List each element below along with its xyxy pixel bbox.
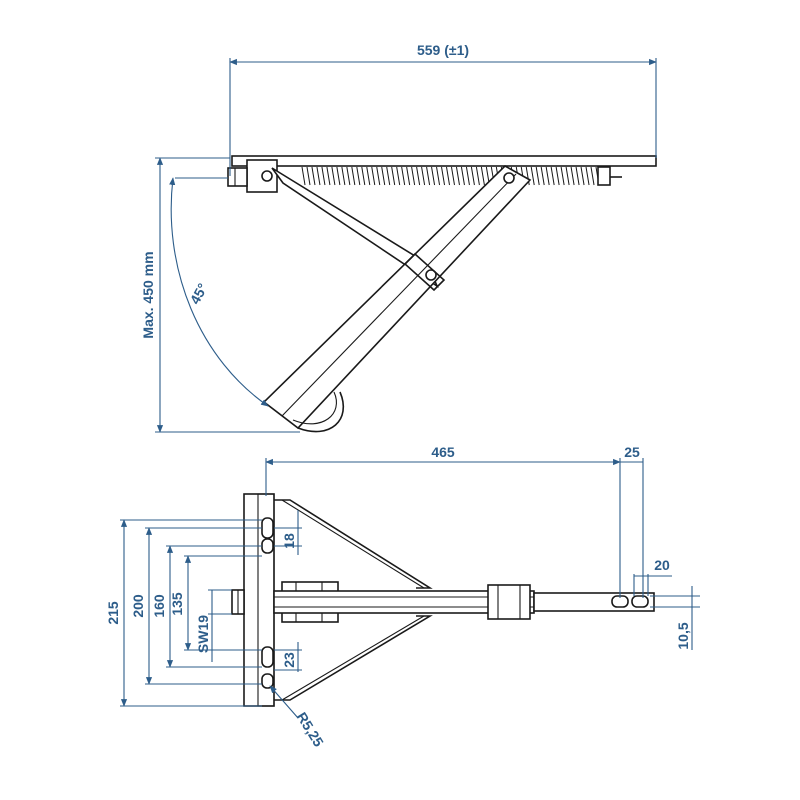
spring-coil bbox=[575, 166, 580, 186]
top-view: 465 25 20 10,5 215 200 160 135 bbox=[105, 444, 700, 750]
spring-coil bbox=[555, 166, 560, 186]
spring-coil bbox=[361, 166, 366, 186]
spring-coil bbox=[535, 166, 540, 186]
sliding-clamp bbox=[487, 584, 531, 620]
spring-coil bbox=[570, 166, 575, 186]
spring-coil bbox=[341, 166, 346, 186]
dim-label-width-135: 135 bbox=[169, 592, 185, 616]
spring-coil bbox=[301, 166, 306, 186]
spring-coil bbox=[475, 166, 480, 186]
spring-coil bbox=[450, 166, 455, 186]
dim-label-radius: R5,25 bbox=[294, 709, 327, 749]
spring-coil bbox=[441, 166, 446, 186]
dim-label-hole-23: 23 bbox=[281, 652, 297, 668]
dim-label-tip-offset: 25 bbox=[624, 444, 640, 460]
main-leg-edge bbox=[281, 173, 517, 417]
spring-coil bbox=[306, 166, 311, 186]
mounting-hole-4 bbox=[261, 673, 274, 689]
spring-coil bbox=[426, 166, 431, 186]
spring-coil bbox=[585, 166, 590, 186]
spring-coil bbox=[371, 166, 376, 186]
spring-coil bbox=[460, 166, 465, 186]
spring-coil bbox=[381, 166, 386, 186]
foot-hoop bbox=[297, 391, 345, 433]
spring-coil bbox=[565, 166, 570, 186]
spindle-stub-right bbox=[597, 166, 611, 186]
spring-coil bbox=[455, 166, 460, 186]
pivot-bolt-middle bbox=[425, 269, 437, 281]
dim-label-wrench-size: SW19 bbox=[195, 615, 211, 653]
mounting-hole-3 bbox=[261, 646, 274, 668]
leader-radius bbox=[269, 685, 299, 719]
spring-coil bbox=[351, 166, 356, 186]
lower-strut-edge bbox=[281, 615, 425, 701]
upper-strut-edge bbox=[281, 499, 425, 589]
spring-coil bbox=[391, 166, 396, 186]
mounting-hole-2 bbox=[261, 538, 274, 554]
spring-coil bbox=[316, 166, 321, 186]
spring-coil bbox=[465, 166, 470, 186]
mounting-plate bbox=[231, 155, 657, 167]
spring-coil bbox=[545, 166, 550, 186]
spring-coil bbox=[336, 166, 341, 186]
side-view: 559 (±1) Max. 450 mm 45° bbox=[140, 42, 657, 433]
dim-label-width-160: 160 bbox=[151, 594, 167, 618]
spring-coil bbox=[436, 166, 441, 186]
dim-label-width-200: 200 bbox=[130, 594, 146, 618]
spindle-stub-left bbox=[227, 167, 248, 187]
spindle-spring bbox=[301, 166, 600, 186]
spring-coil bbox=[321, 166, 326, 186]
foot-hoop-inner bbox=[292, 391, 337, 425]
spring-coil bbox=[446, 166, 451, 186]
spring-coil bbox=[376, 166, 381, 186]
foot-slot-2 bbox=[631, 595, 649, 608]
spring-coil bbox=[540, 166, 545, 186]
spring-coil bbox=[560, 166, 565, 186]
dim-label-hole-18: 18 bbox=[281, 533, 297, 549]
middle-bracket bbox=[403, 252, 446, 292]
spring-coil bbox=[311, 166, 316, 186]
spring-coil bbox=[530, 166, 535, 186]
dim-label-angle: 45° bbox=[187, 281, 211, 307]
dim-label-slot-height: 10,5 bbox=[675, 622, 691, 649]
dim-label-slot-width: 20 bbox=[654, 557, 670, 573]
dim-label-overall-length: 559 (±1) bbox=[417, 42, 469, 58]
spring-coil bbox=[346, 166, 351, 186]
spring-coil bbox=[590, 166, 595, 186]
spring-coil bbox=[416, 166, 421, 186]
spring-coil bbox=[580, 166, 585, 186]
spring-coil bbox=[396, 166, 401, 186]
dim-label-length: 465 bbox=[431, 444, 455, 460]
spring-coil bbox=[356, 166, 361, 186]
dim-arc-angle bbox=[169, 177, 269, 407]
spring-coil bbox=[411, 166, 416, 186]
spring-coil bbox=[366, 166, 371, 186]
spring-coil bbox=[331, 166, 336, 186]
spring-coil bbox=[406, 166, 411, 186]
dim-label-width-215: 215 bbox=[105, 601, 121, 625]
spring-coil bbox=[431, 166, 436, 186]
spring-coil bbox=[401, 166, 406, 186]
pivot-bolt-top bbox=[503, 172, 515, 184]
spring-coil bbox=[386, 166, 391, 186]
spring-coil bbox=[550, 166, 555, 186]
mounting-hole-1 bbox=[261, 517, 274, 539]
spring-coil bbox=[326, 166, 331, 186]
spring-coil bbox=[470, 166, 475, 186]
spring-coil bbox=[421, 166, 426, 186]
spring-coil bbox=[480, 166, 485, 186]
dim-label-max-height: Max. 450 mm bbox=[140, 251, 156, 338]
